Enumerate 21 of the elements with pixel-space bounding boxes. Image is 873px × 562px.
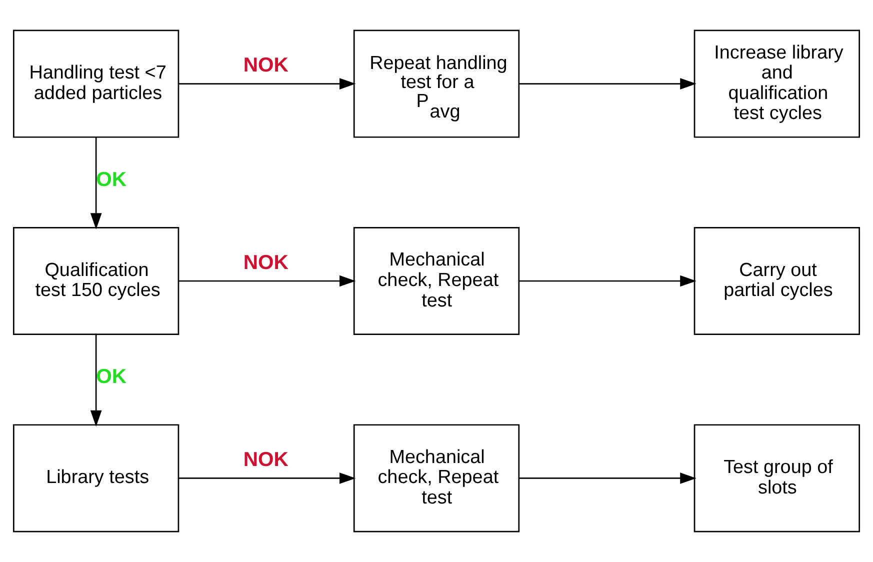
edge-label: OK	[96, 168, 126, 191]
arrow	[518, 78, 696, 90]
arrow	[518, 472, 696, 484]
arrow	[178, 78, 356, 90]
node-box: Mechanical check, Repeat test	[353, 424, 520, 532]
edge-label: NOK	[243, 54, 288, 77]
node-box: Increase library and qualification test cycles	[694, 30, 860, 138]
node-box: Handling test <7 added particles	[12, 30, 180, 138]
arrow	[90, 334, 102, 427]
arrow	[90, 137, 102, 230]
node-box: Qualification test 150 cycles	[12, 226, 180, 336]
arrow	[178, 472, 356, 484]
node-box: Library tests	[12, 424, 180, 532]
arrow	[178, 275, 356, 287]
edge-label: NOK	[243, 252, 288, 274]
edge-label: NOK	[243, 449, 288, 472]
node-box: Carry out partial cycles	[694, 226, 860, 336]
node-box: Mechanical check, Repeat test	[353, 226, 520, 336]
arrow	[518, 275, 696, 287]
edge-label: OK	[96, 366, 126, 388]
node-box: Test group of slots	[694, 424, 860, 532]
